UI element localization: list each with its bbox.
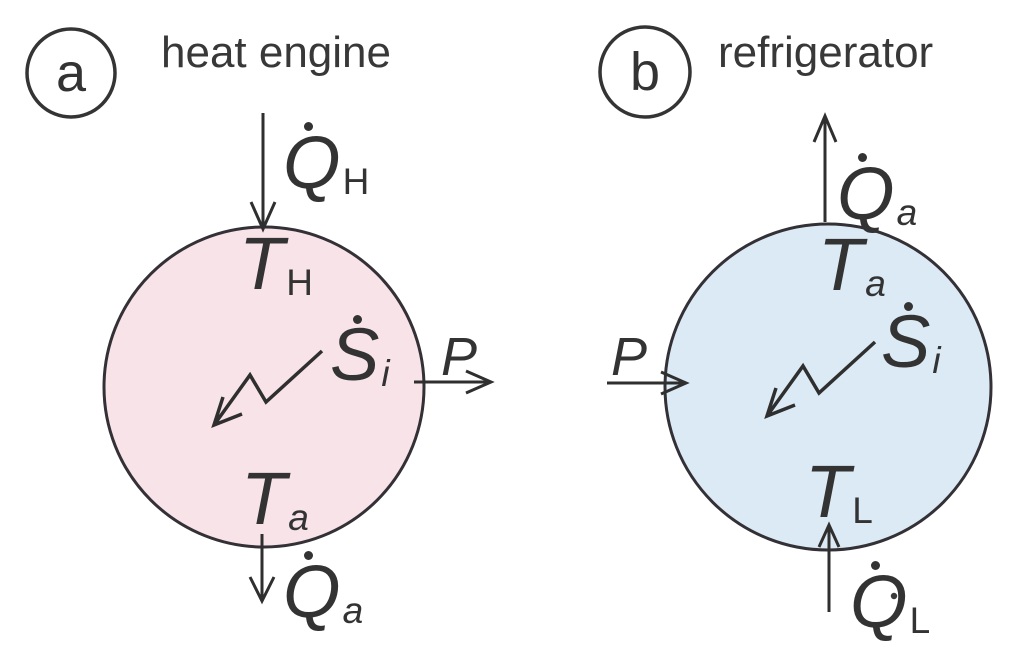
panel-b-badge-circle: [598, 25, 692, 119]
b-cold-temp-base: T: [805, 450, 851, 533]
b-entropy-sub: i: [932, 340, 941, 381]
panel-b-badge-label: b: [629, 42, 661, 102]
overdot-icon: [871, 561, 880, 570]
b-ambient-temp-sub: a: [865, 263, 886, 304]
a-power-label: P: [441, 330, 477, 384]
b-heat-rejection-base: Q: [837, 152, 895, 235]
a-heat-rejection-arrow: [248, 534, 276, 605]
overdot-icon: [858, 153, 867, 162]
b-heat-input-sub: L: [909, 600, 931, 641]
a-ambient-temperature-label: Ta: [241, 462, 309, 538]
b-cold-temp-sub: L: [852, 490, 873, 531]
a-hot-temperature-label: TH: [239, 227, 313, 303]
a-hot-temp-base: T: [239, 222, 285, 305]
a-entropy-production-arrow: [211, 349, 324, 428]
panel-a-badge-label: a: [55, 43, 87, 103]
b-power-base: P: [611, 327, 648, 387]
overdot-icon: [904, 302, 913, 311]
a-ambient-temp-sub: a: [288, 497, 309, 538]
stray-dot: [890, 592, 898, 600]
b-entropy-base: S: [881, 300, 931, 383]
panel-b-title: refrigerator: [718, 28, 934, 77]
b-heat-rejection-arrow: [812, 112, 838, 222]
b-power-label: P: [611, 330, 647, 384]
b-heat-rejection-sub: a: [896, 192, 918, 233]
a-power-base: P: [441, 327, 478, 387]
a-heat-rejection-base: Q: [283, 550, 341, 633]
b-heat-input-arrow: [817, 521, 841, 612]
panel-a-badge-circle: [25, 27, 117, 119]
a-heat-input-base: Q: [283, 121, 341, 204]
a-ambient-temp-base: T: [241, 457, 287, 540]
a-power-output-arrow: [414, 369, 495, 395]
b-power-input-arrow: [607, 370, 690, 396]
b-ambient-temperature-label: Ta: [818, 228, 886, 304]
overdot-icon: [304, 551, 313, 560]
b-ambient-temp-base: T: [818, 223, 864, 306]
a-heat-rejection-sub: a: [342, 590, 364, 631]
b-heat-input-base: Q: [850, 560, 908, 643]
panel-a-title: heat engine: [161, 28, 391, 77]
b-entropy-production-arrow: [764, 340, 877, 419]
a-heat-input-sub: H: [342, 161, 370, 202]
a-entropy-sub: i: [381, 353, 390, 394]
a-entropy-base: S: [330, 313, 380, 396]
overdot-icon: [304, 122, 313, 131]
b-cold-temperature-label: TL: [805, 455, 873, 531]
a-hot-temp-sub: H: [286, 262, 313, 303]
a-heat-input-arrow: [249, 113, 277, 233]
overdot-icon: [353, 315, 362, 324]
